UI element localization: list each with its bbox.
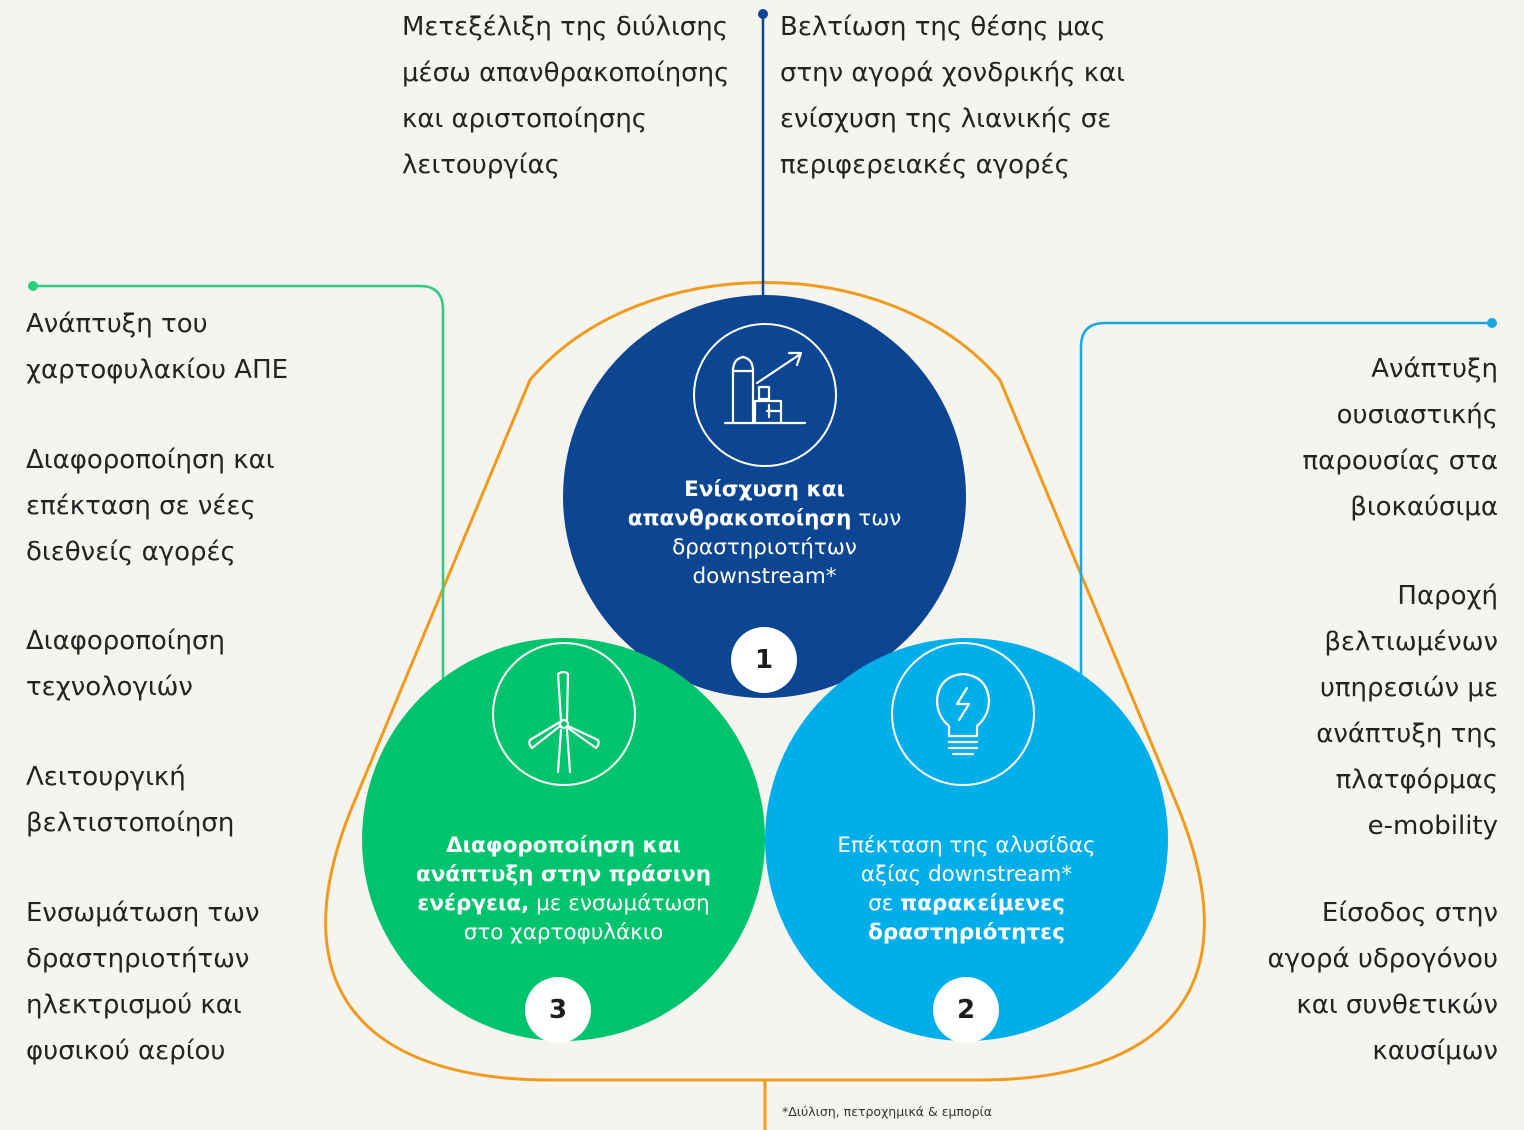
pillar-2-number: 2 bbox=[933, 977, 999, 1043]
top-right-text: Βελτίωση της θέσης μας στην αγορά χονδρι… bbox=[780, 12, 1125, 180]
left-item-4: Λειτουργική βελτιστοποίηση bbox=[26, 762, 235, 838]
left-item-2: Διαφοροποίηση και επέκταση σε νέες διεθν… bbox=[26, 445, 275, 567]
left-item-1: Ανάπτυξη του χαρτοφυλακίου ΑΠΕ bbox=[26, 309, 289, 385]
pillar-3-circle: Διαφοροποίηση και ανάπτυξη στην πράσινη … bbox=[362, 638, 765, 1043]
group-outline bbox=[324, 281, 1206, 1082]
left-item-5: Ενσωμάτωση των δραστηριοτήτων ηλεκτρισμο… bbox=[26, 898, 260, 1066]
footnote: *Διύλιση, πετροχημικά & εμπορία bbox=[782, 1104, 992, 1119]
pillar-3-number: 3 bbox=[525, 977, 591, 1043]
pillar-1-circle: Ενίσχυση και απανθρακοποίηση των δραστηρ… bbox=[563, 295, 966, 698]
pillar-1-number: 1 bbox=[731, 627, 797, 693]
top-connector-dot bbox=[758, 9, 768, 19]
lightbulb-bolt-icon bbox=[891, 642, 1035, 786]
refinery-growth-icon bbox=[693, 323, 837, 467]
pillar-2-circle: Επέκταση της αλυσίδας αξίας downstream* … bbox=[765, 638, 1168, 1043]
right-item-2: Παροχή βελτιωμένων υπηρεσιών με ανάπτυξη… bbox=[1316, 581, 1498, 841]
pillar-2-label: Επέκταση της αλυσίδας αξίας downstream* … bbox=[837, 833, 1096, 945]
right-item-3: Είσοδος στην αγορά υδρογόνου και συνθετι… bbox=[1267, 898, 1498, 1066]
right-item-1: Ανάπτυξη ουσιαστικής παρουσίας στα βιοκα… bbox=[1302, 354, 1498, 522]
top-left-text: Μετεξέλιξη της διύλισης μέσω απανθρακοπο… bbox=[402, 12, 730, 180]
left-connector bbox=[33, 284, 445, 690]
right-connector bbox=[1079, 321, 1492, 690]
pillar-3-label: Διαφοροποίηση και ανάπτυξη στην πράσινη … bbox=[415, 833, 712, 945]
right-connector-dot bbox=[1487, 318, 1497, 328]
pillar-1-label: Ενίσχυση και απανθρακοποίηση των δραστηρ… bbox=[627, 477, 902, 589]
left-connector-dot bbox=[28, 281, 38, 291]
left-item-3: Διαφοροποίηση τεχνολογιών bbox=[26, 626, 225, 702]
wind-turbine-icon bbox=[492, 642, 636, 786]
